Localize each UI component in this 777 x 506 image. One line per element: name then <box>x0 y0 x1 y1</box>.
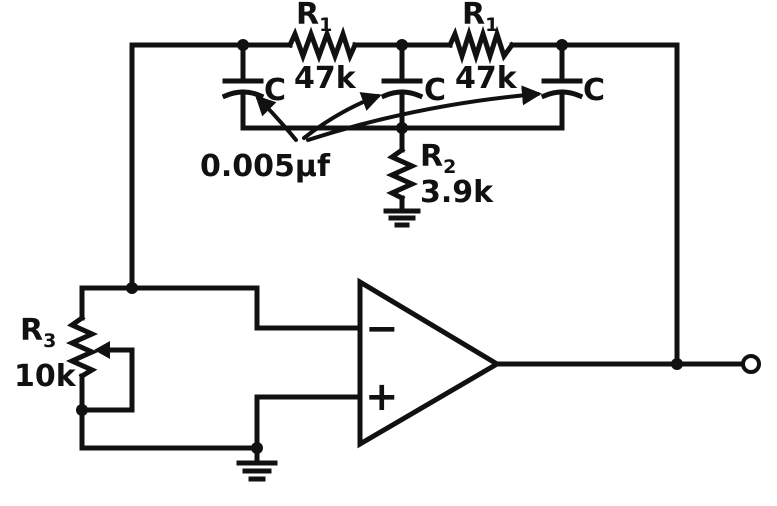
r1-right-value: 47k <box>455 61 518 96</box>
annotation-arrow-right <box>306 85 542 142</box>
capacitance-value: 0.005μf <box>200 149 331 184</box>
wiper-shorting-wire <box>79 347 135 413</box>
capacitor-right-label: C <box>583 73 605 108</box>
annotation-arrow-left <box>255 95 298 142</box>
ground-main-icon <box>236 460 278 482</box>
resistor-r1-right-icon <box>446 25 516 65</box>
opamp-noninverting-sign: + <box>365 374 399 420</box>
junction-dot <box>671 358 683 370</box>
capacitor-middle-label: C <box>424 73 446 108</box>
resistor-r2-icon <box>385 146 419 202</box>
r1-left-label: R1 <box>296 0 332 36</box>
capacitor-left-label: C <box>264 73 286 108</box>
opamp-inverting-sign: − <box>365 306 399 352</box>
junction-dot <box>396 122 408 134</box>
op-amp-triangle-icon <box>357 277 502 449</box>
output-terminal-icon[interactable] <box>741 354 761 374</box>
inverting-input-wire <box>79 285 363 331</box>
r3-bottom-lead <box>79 373 260 451</box>
r3-value: 10k <box>14 359 77 394</box>
r1-right-label: R1 <box>462 0 498 36</box>
junction-dot <box>556 39 568 51</box>
junction-dot <box>76 404 88 416</box>
r2-value: 3.9k <box>420 175 494 210</box>
r1-left-value: 47k <box>294 61 357 96</box>
ground-r2-icon <box>383 208 421 228</box>
junction-dot <box>126 282 138 294</box>
r3-label: R3 <box>20 313 56 352</box>
junction-dot <box>396 39 408 51</box>
wiper-arrow-icon <box>94 341 110 359</box>
r2-label: R2 <box>420 139 456 178</box>
annotation-arrow-middle <box>302 92 382 140</box>
noninverting-input-wire <box>254 394 363 465</box>
junction-dot <box>237 39 249 51</box>
resistor-r1-left-icon <box>286 26 359 64</box>
potentiometer-r3-icon <box>65 314 99 380</box>
junction-dot <box>251 442 263 454</box>
